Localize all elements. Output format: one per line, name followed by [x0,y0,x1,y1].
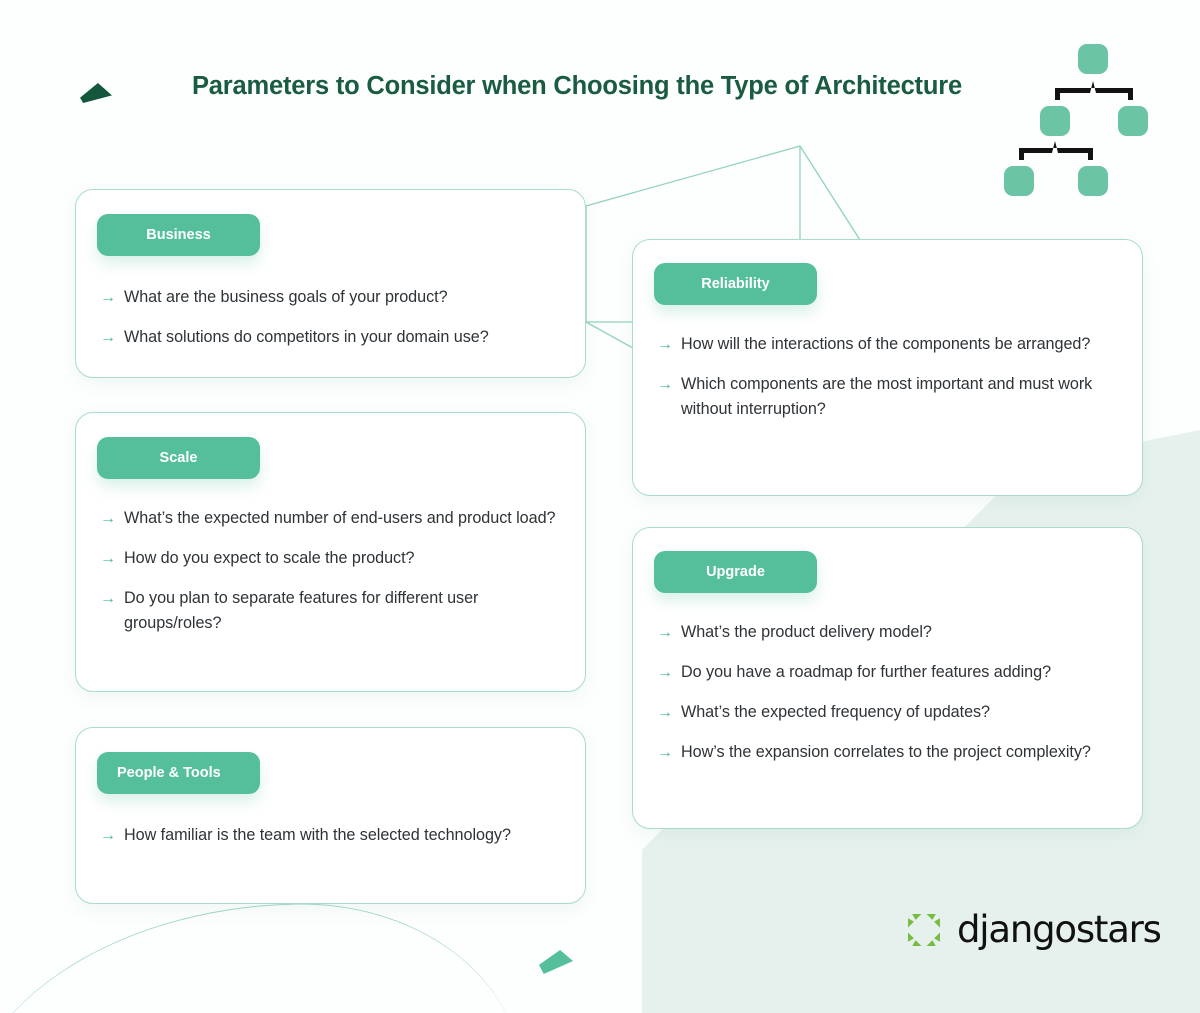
djangostars-pinwheel-icon [908,913,940,946]
arrow-right-icon: → [100,827,116,844]
list-item: → How familiar is the team with the sele… [100,823,567,848]
card-reliability: Reliability → How will the interactions … [632,239,1143,496]
list-item: → How will the interactions of the compo… [657,332,1124,357]
list-item-text: Which components are the most important … [681,375,1093,418]
hierarchy-tree-icon [1004,44,1148,196]
list-item-text: What’s the product delivery model? [681,623,932,641]
arrow-right-icon: → [657,336,673,353]
arrow-right-icon: → [657,376,673,393]
list-item-text: What solutions do competitors in your do… [124,328,489,346]
badge-people-and-tools: People & Tools [97,752,260,794]
badge-reliability: Reliability [654,263,817,305]
wedge-triangle-icon [80,83,112,103]
list-item: → Do you have a roadmap for further feat… [657,660,1124,685]
list-item: → Do you plan to separate features for d… [100,586,567,636]
list-item: → What’s the expected number of end-user… [100,506,567,531]
bullet-list-upgrade: → What’s the product delivery model? → D… [657,620,1124,765]
list-item: → How’s the expansion correlates to the … [657,740,1124,765]
list-item-text: What’s the expected frequency of updates… [681,703,991,721]
bullet-list-reliability: → How will the interactions of the compo… [657,332,1124,422]
djangostars-logo: djangostars [903,908,1162,951]
arrow-right-icon: → [100,510,116,527]
list-item-text: What’s the expected number of end-users … [124,509,556,527]
list-item: → Which components are the most importan… [657,372,1124,422]
arrow-right-icon: → [657,624,673,641]
background-arc-line [0,897,523,1013]
list-item-text: What are the business goals of your prod… [124,288,448,306]
arrow-right-icon: → [100,550,116,567]
arrow-right-icon: → [657,704,673,721]
arrow-right-icon: → [657,744,673,761]
card-people-and-tools: People & Tools → How familiar is the tea… [75,727,586,904]
arrow-right-icon: → [100,289,116,306]
badge-scale: Scale [97,437,260,479]
arrow-right-icon: → [657,664,673,681]
bullet-list-scale: → What’s the expected number of end-user… [100,506,567,636]
card-business: Business → What are the business goals o… [75,189,586,378]
list-item-text: Do you plan to separate features for dif… [124,589,479,632]
list-item: → What’s the expected frequency of updat… [657,700,1124,725]
list-item-text: How will the interactions of the compone… [681,335,1091,353]
list-item: → What solutions do competitors in your … [100,325,567,350]
list-item-text: How do you expect to scale the product? [124,549,415,567]
card-scale: Scale → What’s the expected number of en… [75,412,586,692]
list-item: → How do you expect to scale the product… [100,546,567,571]
list-item: → What’s the product delivery model? [657,620,1124,645]
bullet-list-business: → What are the business goals of your pr… [100,285,567,350]
wedge-triangle-mint-icon [539,950,573,974]
card-upgrade: Upgrade → What’s the product delivery mo… [632,527,1143,829]
list-item: → What are the business goals of your pr… [100,285,567,310]
arrow-right-icon: → [100,329,116,346]
badge-upgrade: Upgrade [654,551,817,593]
logo-wordmark: djangostars [957,908,1162,951]
badge-business: Business [97,214,260,256]
bullet-list-people-and-tools: → How familiar is the team with the sele… [100,823,567,848]
list-item-text: Do you have a roadmap for further featur… [681,663,1052,681]
arrow-right-icon: → [100,590,116,607]
list-item-text: How familiar is the team with the select… [124,826,511,844]
page-title: Parameters to Consider when Choosing the… [192,72,962,100]
list-item-text: How’s the expansion correlates to the pr… [681,743,1091,761]
